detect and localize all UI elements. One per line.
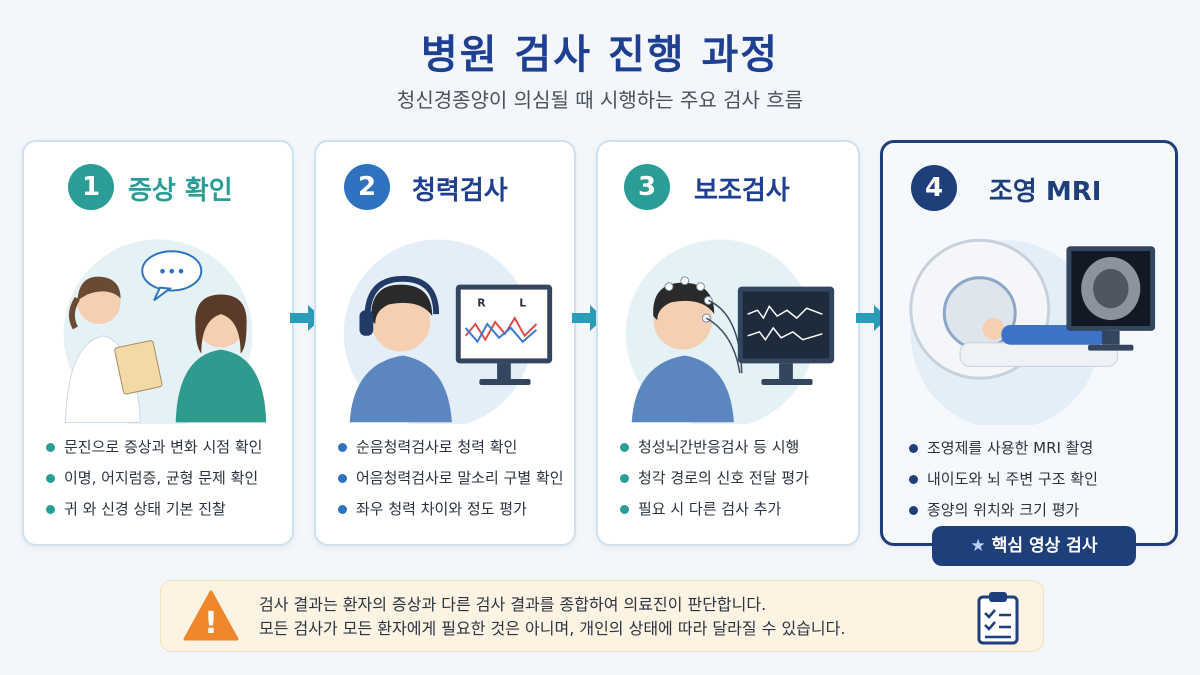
step-title-4: 조영 MRI bbox=[989, 177, 1102, 207]
list-item: 순음청력검사로 청력 확인 bbox=[338, 432, 564, 463]
abr-test-illustration bbox=[625, 239, 835, 424]
step-1-bullets: 문진으로 증상과 변화 시점 확인 이명, 어지럼증, 균형 문제 확인 귀 와… bbox=[46, 432, 282, 525]
mri-illustration bbox=[909, 238, 1156, 425]
list-item: 문진으로 증상과 변화 시점 확인 bbox=[46, 432, 282, 463]
step-3-bullets: 청성뇌간반응검사 등 시행 청각 경로의 신호 전달 평가 필요 시 다른 검사… bbox=[620, 432, 848, 525]
list-item: 청성뇌간반응검사 등 시행 bbox=[620, 432, 848, 463]
list-item: 귀 와 신경 상태 기본 진찰 bbox=[46, 494, 282, 525]
list-item: 종양의 위치와 크기 평가 bbox=[909, 495, 1165, 526]
step-card-2: 2 청력검사 R L 순음청력검사로 청력 확인 어음청력검사로 말소리 구별 … bbox=[314, 140, 576, 546]
list-item: 이명, 어지럼증, 균형 문제 확인 bbox=[46, 463, 282, 494]
monitor-icon bbox=[737, 286, 835, 385]
audiogram-label-l: L bbox=[519, 296, 526, 309]
notice-line-1: 검사 결과는 환자의 증상과 다른 검사 결과를 종합하여 의료진이 판단합니다… bbox=[259, 595, 767, 614]
step-number-3: 3 bbox=[624, 164, 670, 210]
list-item: 청각 경로의 신호 전달 평가 bbox=[620, 463, 848, 494]
speech-bubble-icon bbox=[141, 250, 203, 302]
monitor-icon bbox=[1066, 246, 1156, 351]
core-imaging-badge: ★핵심 영상 검사 bbox=[932, 526, 1136, 566]
list-item: 내이도와 뇌 주변 구조 확인 bbox=[909, 464, 1165, 495]
step-card-1: 1 증상 확인 ••• 문진으로 증상과 변화 시점 확인 이명, 어지럼증, … bbox=[22, 140, 294, 546]
consultation-illustration: ••• bbox=[63, 239, 267, 424]
electrode-icon bbox=[664, 276, 713, 323]
step-4-bullets: 조영제를 사용한 MRI 촬영 내이도와 뇌 주변 구조 확인 종양의 위치와 … bbox=[909, 433, 1165, 526]
step-number-1: 1 bbox=[68, 164, 114, 210]
warning-symbol: ! bbox=[204, 606, 218, 641]
warning-icon: ! bbox=[183, 590, 239, 641]
badge-label: 핵심 영상 검사 bbox=[991, 536, 1098, 556]
list-item: 조영제를 사용한 MRI 촬영 bbox=[909, 433, 1165, 464]
notice-box: ! 검사 결과는 환자의 증상과 다른 검사 결과를 종합하여 의료진이 판단합… bbox=[160, 580, 1044, 652]
star-icon: ★ bbox=[970, 536, 986, 556]
page-subtitle: 청신경종양이 의심될 때 시행하는 주요 검사 흐름 bbox=[396, 88, 804, 112]
headphones-icon bbox=[359, 275, 440, 336]
step-card-3: 3 보조검사 청성뇌간반응검사 등 시행 청각 경로의 신호 전달 평가 필요 … bbox=[596, 140, 860, 546]
step-title-3: 보조검사 bbox=[694, 176, 790, 206]
monitor-icon bbox=[455, 284, 553, 385]
step-number-4: 4 bbox=[911, 165, 957, 211]
step-title-2: 청력검사 bbox=[412, 176, 508, 206]
list-item: 좌우 청력 차이와 정도 평가 bbox=[338, 494, 564, 525]
hearing-test-illustration: R L bbox=[343, 239, 553, 424]
clipboard-checklist-icon bbox=[977, 592, 1019, 645]
step-2-bullets: 순음청력검사로 청력 확인 어음청력검사로 말소리 구별 확인 좌우 청력 차이… bbox=[338, 432, 564, 525]
page-title: 병원 검사 진행 과정 bbox=[420, 32, 780, 78]
notice-line-2: 모든 검사가 모든 환자에게 필요한 것은 아니며, 개인의 상태에 따라 달라… bbox=[259, 619, 846, 638]
audiogram-label-r: R bbox=[477, 296, 486, 309]
speech-bubble-dots: ••• bbox=[158, 262, 186, 281]
step-number-2: 2 bbox=[344, 164, 390, 210]
list-item: 어음청력검사로 말소리 구별 확인 bbox=[338, 463, 564, 494]
step-title-1: 증상 확인 bbox=[128, 176, 233, 206]
step-card-4: 4 조영 MRI 조영제를 사용한 MRI 촬영 내이도와 뇌 주변 구조 확인… bbox=[880, 140, 1178, 546]
list-item: 필요 시 다른 검사 추가 bbox=[620, 494, 848, 525]
